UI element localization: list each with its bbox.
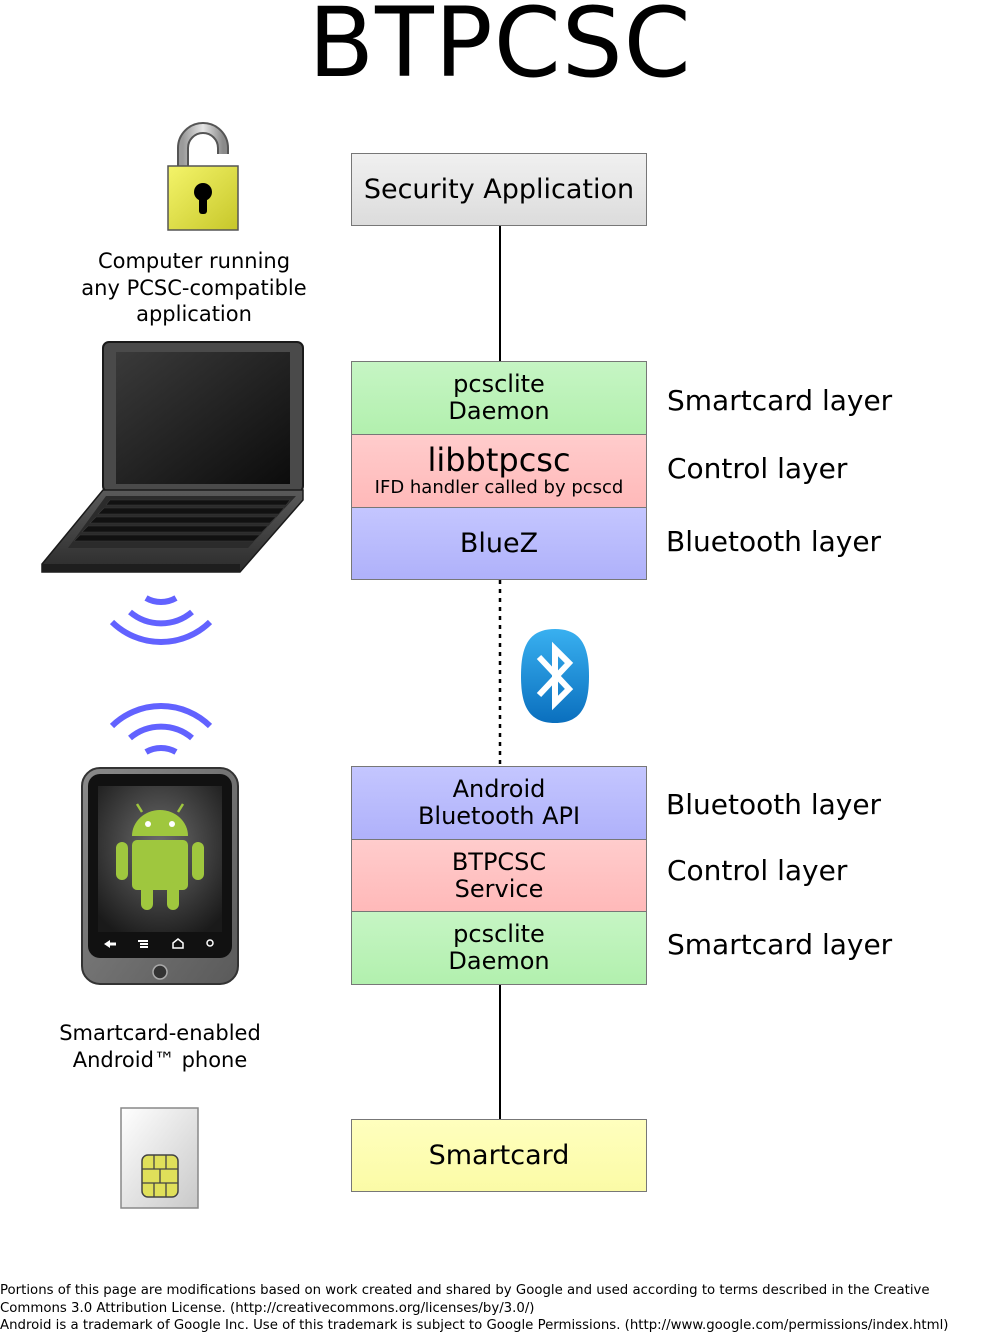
libbtpcsc-box: libbtpcsc IFD handler called by pcscd [351,434,647,508]
wireless-wave-icon [109,702,213,755]
libbtpcsc-sublabel: IFD handler called by pcscd [374,477,624,498]
footer-attribution: Portions of this page are modifications … [0,1282,1000,1335]
bluez-label: BlueZ [459,527,539,559]
pcsclite-top-label: pcsclite [453,370,545,398]
computer-caption-line1: Computer running [97,249,291,273]
daemon-bottom-label: Daemon [448,947,550,975]
layer-label-bluetooth-top: Bluetooth layer [666,525,882,558]
btpcsc-service-box: BTPCSC Service [351,839,647,912]
daemon-top-label: Daemon [448,397,550,425]
computer-caption: Computer running any PCSC-compatible app… [64,248,324,328]
smartcard-label: Smartcard [428,1139,570,1171]
wireless-wave-icon [109,595,213,646]
footer-line-3: Android is a trademark of Google Inc. Us… [0,1318,949,1333]
android-label: Android [452,775,546,803]
layer-label-bluetooth-bottom: Bluetooth layer [666,788,882,821]
bluetooth-icon [521,629,589,723]
android-phone-icon [81,767,239,985]
layer-label-smartcard-bottom: Smartcard layer [667,928,893,961]
phone-caption-line1: Smartcard-enabled [59,1021,261,1045]
bluez-box: BlueZ [351,507,647,580]
security-application-label: Security Application [363,173,635,205]
smartcard-box: Smartcard [351,1119,647,1192]
footer-line-2: Commons 3.0 Attribution License. (http:/… [0,1300,535,1316]
bluetooth-api-label: Bluetooth API [417,802,581,830]
security-application-box: Security Application [351,153,647,226]
sim-card-icon [120,1107,199,1209]
phone-caption: Smartcard-enabled Android™ phone [30,1020,290,1073]
padlock-icon [167,122,239,231]
pcsclite-daemon-top-box: pcsclite Daemon [351,361,647,435]
pcsclite-daemon-bottom-box: pcsclite Daemon [351,911,647,985]
btpcsc-label: BTPCSC [451,847,547,876]
pcsclite-bottom-label: pcsclite [453,920,545,948]
computer-caption-line3: application [136,302,252,326]
layer-label-control-bottom: Control layer [667,854,848,887]
phone-caption-line2: Android™ phone [72,1047,248,1072]
libbtpcsc-label: libbtpcsc [427,441,571,479]
layer-label-control-top: Control layer [667,452,848,485]
diagram-title: BTPCSC [308,0,692,99]
android-bluetooth-api-box: Android Bluetooth API [351,766,647,840]
layer-label-smartcard-top: Smartcard layer [667,384,893,417]
laptop-icon [41,341,304,573]
footer-line-1: Portions of this page are modifications … [0,1283,930,1298]
service-label: Service [454,874,544,903]
computer-caption-line2: any PCSC-compatible [81,275,307,300]
